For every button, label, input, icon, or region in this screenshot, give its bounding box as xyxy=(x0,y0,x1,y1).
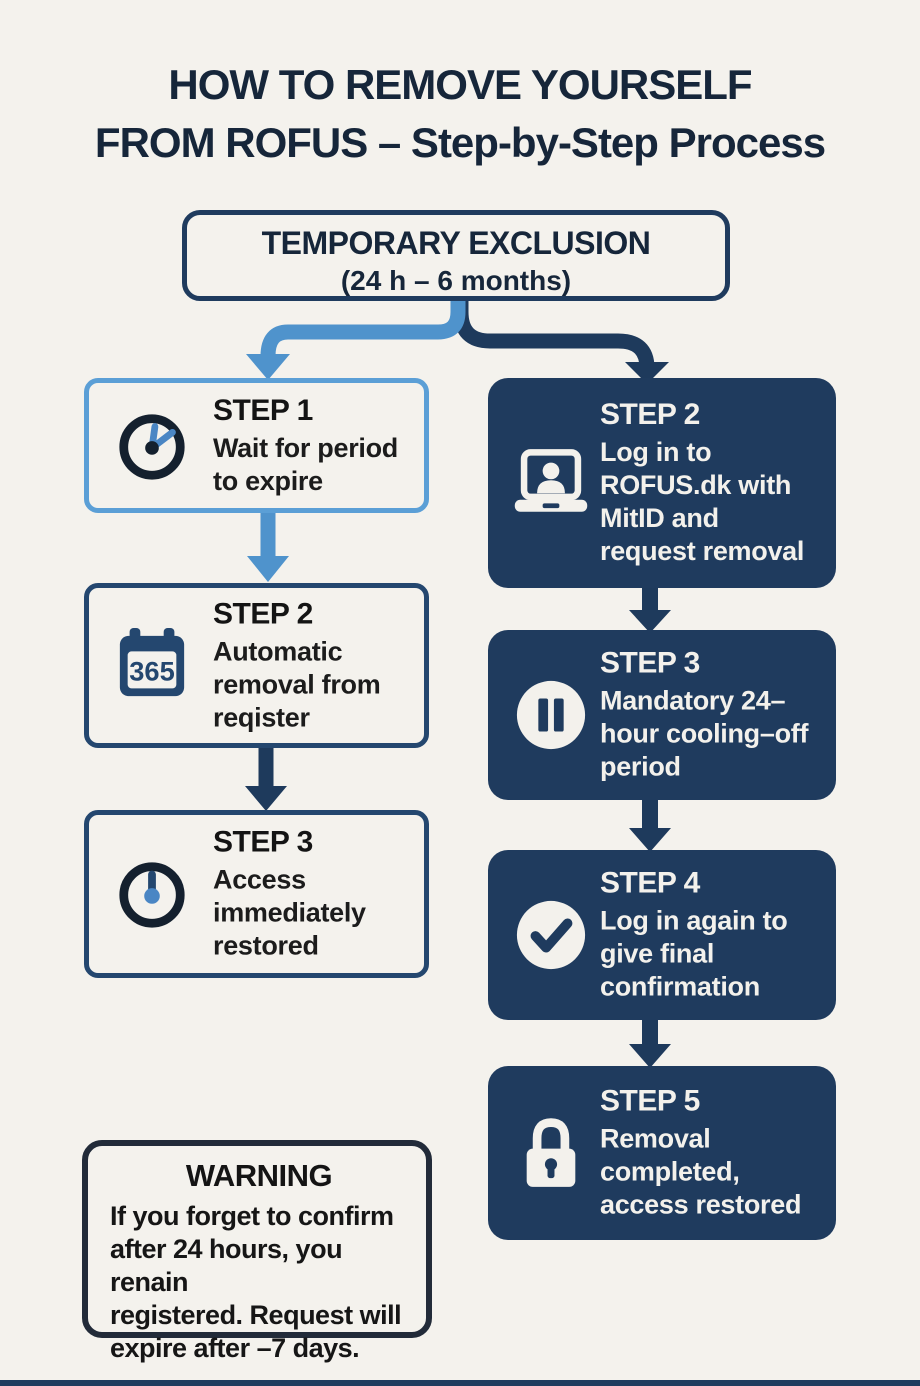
step-description: Wait for period to expire xyxy=(213,432,398,496)
step-label: STEP 3 xyxy=(213,825,313,859)
step-description: Log in again to give final confirmation xyxy=(600,905,788,1002)
left-step-1-box: STEP 1 Wait for period to expire xyxy=(84,378,429,513)
page-title-line1: HOW TO REMOVE YOURSELF xyxy=(168,61,752,108)
left-step-2-box: 365 STEP 2 Automatic removal from reqist… xyxy=(84,583,429,748)
clock-restored-icon xyxy=(113,852,191,936)
pause-icon xyxy=(512,673,590,757)
laptop-user-icon xyxy=(512,441,590,525)
right-step-5-box: STEP 5 Removal completed, access restore… xyxy=(488,1066,836,1240)
step-description: Automatic removal from reqister xyxy=(213,636,381,732)
right-step-3-box: STEP 3 Mandatory 24– hour cooling–off pe… xyxy=(488,630,836,800)
temporary-exclusion-node: TEMPORARY EXCLUSION (24 h – 6 months) xyxy=(182,210,730,301)
clock-icon xyxy=(113,404,191,488)
step-label: STEP 3 xyxy=(600,646,700,680)
step-label: STEP 1 xyxy=(213,393,313,427)
step-label: STEP 5 xyxy=(600,1084,700,1118)
bottom-accent-bar xyxy=(0,1380,920,1386)
check-icon xyxy=(512,893,590,977)
lock-icon xyxy=(512,1111,590,1195)
step-description: Access immediately restored xyxy=(213,864,366,961)
page-title: HOW TO REMOVE YOURSELF FROM ROFUS – Step… xyxy=(0,56,920,172)
step-description: Mandatory 24– hour cooling–off period xyxy=(600,685,809,782)
root-node-subtitle: (24 h – 6 months) xyxy=(340,265,572,296)
step-label: STEP 2 xyxy=(600,398,700,431)
page-title-line2: FROM ROFUS – Step-by-Step Process xyxy=(94,119,826,166)
step-label: STEP 2 xyxy=(213,597,313,630)
warning-title: WARNING xyxy=(185,1158,333,1193)
root-node-title: TEMPORARY EXCLUSION xyxy=(261,225,651,261)
step-description: Removal completed, access restored xyxy=(600,1123,802,1220)
calendar-365-icon: 365 xyxy=(113,624,191,708)
left-step-3-box: STEP 3 Access immediately restored xyxy=(84,810,429,978)
step-label: STEP 4 xyxy=(600,866,700,900)
calendar-icon-text: 365 xyxy=(129,655,174,686)
right-step-2-box: STEP 2 Log in to ROFUS.dk with MitID and… xyxy=(488,378,836,588)
step-description: Log in to ROFUS.dk with MitID and reques… xyxy=(600,437,805,566)
warning-body: If you forget to confirm after 24 hours,… xyxy=(110,1201,402,1363)
warning-box: WARNING If you forget to confirm after 2… xyxy=(82,1140,432,1363)
right-step-4-box: STEP 4 Log in again to give final confir… xyxy=(488,850,836,1020)
